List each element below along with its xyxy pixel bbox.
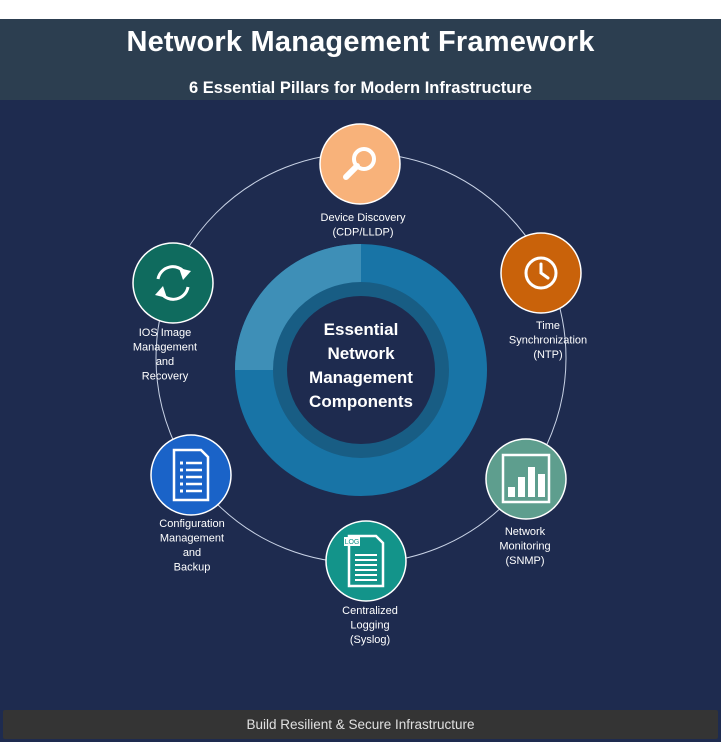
pillar-label-line: Synchronization (509, 335, 587, 347)
center-label-line: Components (309, 392, 413, 411)
pillar-label-line: and (183, 547, 201, 559)
pillar-label-line: Recovery (142, 371, 189, 383)
bar-chart-icon (501, 453, 551, 504)
pillar-circle (319, 123, 401, 205)
log-file-icon: LOG (344, 534, 385, 588)
pillar-label-line: Network (505, 526, 546, 538)
pillar-label-line: Logging (350, 620, 389, 632)
pillar-label-line: Configuration (159, 518, 224, 530)
pillar-group: Device Discovery (CDP/LLDP) TimeSynchroniz… (132, 123, 587, 646)
pillar-circle (132, 242, 214, 324)
center-label-line: Essential (324, 320, 399, 339)
pillar-label-line: (CDP/LLDP) (332, 227, 393, 239)
pillar-node: Device Discovery (CDP/LLDP) (319, 123, 406, 239)
pillar-label-line: Management (160, 533, 224, 545)
pillar-label-line: Backup (174, 562, 211, 574)
pillar-label-line: (SNMP) (505, 555, 544, 567)
pillar-label-line: IOS Image (139, 327, 192, 339)
clock-icon (524, 256, 558, 290)
pillar-circle (485, 438, 567, 520)
center-label-line: Management (309, 368, 413, 387)
pillar-label-line: Management (133, 342, 197, 354)
magnifier-icon (343, 147, 376, 180)
refresh-icon (155, 265, 191, 301)
log-tag-label: LOG (345, 539, 360, 546)
footer-text: Build Resilient & Secure Infrastructure (246, 717, 475, 732)
pillar-label-line: (NTP) (533, 349, 562, 361)
center-label-line: Network (327, 344, 395, 363)
pillar-label-line: and (156, 356, 174, 368)
pillar-label-line: Centralized (342, 605, 398, 617)
footer-bar (3, 710, 718, 739)
page-subtitle: 6 Essential Pillars for Modern Infrastru… (189, 79, 532, 97)
pillar-label-line: (Syslog) (350, 634, 390, 646)
pillar-label-line: Time (536, 320, 560, 332)
page-title: Network Management Framework (126, 26, 595, 58)
header-band (0, 19, 721, 100)
center-hub (287, 296, 435, 444)
pillar-circle (150, 434, 232, 516)
pillar-label-line: Monitoring (499, 541, 550, 553)
document-list-icon (172, 448, 210, 502)
pillar-label-line: Device Discovery (321, 212, 406, 224)
